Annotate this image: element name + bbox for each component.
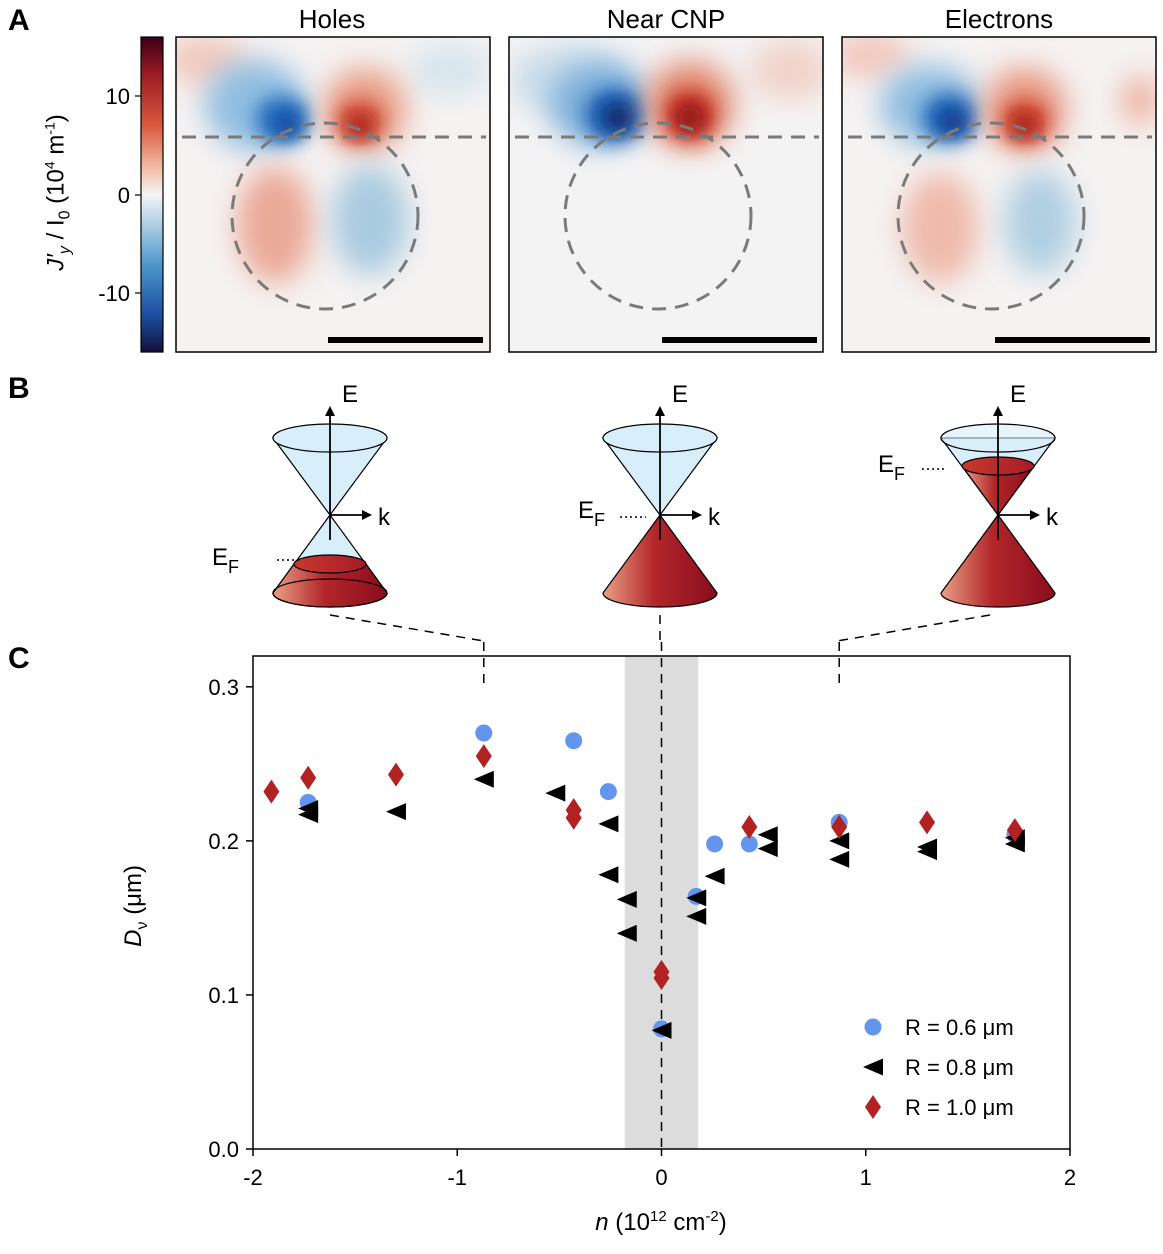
point-s0-6 bbox=[706, 835, 724, 853]
point-s2-2 bbox=[387, 762, 404, 787]
legend-label-0: R = 0.6 μm bbox=[905, 1015, 1014, 1040]
legend-marker-1 bbox=[863, 1058, 883, 1076]
point-s2-11 bbox=[1006, 818, 1023, 843]
scale-bar-cnp bbox=[662, 337, 817, 343]
point-s2-3 bbox=[475, 744, 492, 769]
point-s1-20 bbox=[1004, 835, 1025, 853]
cone-holes-k: k bbox=[378, 504, 391, 531]
point-s1-2 bbox=[385, 803, 406, 821]
panel-label-b: B bbox=[8, 372, 30, 405]
x-tick-label-2: 0 bbox=[655, 1165, 667, 1190]
cone-electrons-E: E bbox=[1010, 381, 1026, 408]
point-s1-16 bbox=[829, 850, 850, 868]
legend-marker-0 bbox=[864, 1018, 882, 1036]
y-tick-label-3: 0.3 bbox=[208, 675, 239, 700]
point-s1-10 bbox=[686, 889, 707, 907]
point-s2-7 bbox=[653, 965, 670, 990]
dirac-cones: E k EF E k EF E k EF bbox=[212, 381, 1059, 642]
panel-label-c: C bbox=[8, 642, 30, 675]
point-s1-5 bbox=[598, 815, 619, 833]
point-s1-8 bbox=[616, 924, 637, 942]
point-s1-18 bbox=[917, 843, 938, 861]
point-s1-13 bbox=[757, 826, 778, 844]
point-s0-3 bbox=[599, 783, 617, 801]
cone-electrons-EF: EF bbox=[878, 451, 905, 484]
point-s1-6 bbox=[598, 866, 619, 884]
colorbar-tick-0: 0 bbox=[118, 183, 130, 208]
current-maps bbox=[175, 36, 1157, 353]
map-title-holes: Holes bbox=[298, 4, 366, 34]
cone-cnp-k: k bbox=[708, 504, 721, 531]
colorbar: 10 0 -10 bbox=[98, 36, 164, 353]
map-title-electrons: Electrons bbox=[944, 4, 1054, 34]
map-cnp bbox=[508, 36, 824, 353]
y-tick-label-0: 0.0 bbox=[208, 1137, 239, 1162]
panel-label-a: A bbox=[8, 4, 30, 37]
map-electrons bbox=[841, 36, 1157, 353]
point-s0-2 bbox=[565, 732, 583, 750]
cone-electrons-k: k bbox=[1046, 504, 1059, 531]
point-s1-14 bbox=[757, 840, 778, 858]
point-s0-1 bbox=[475, 724, 493, 742]
point-s1-4 bbox=[545, 784, 566, 802]
connector-lines bbox=[329, 614, 991, 642]
point-s1-15 bbox=[829, 832, 850, 850]
point-s0-7 bbox=[740, 835, 758, 853]
point-s2-8 bbox=[741, 815, 758, 840]
cone-holes-E: E bbox=[342, 381, 358, 408]
point-s2-10 bbox=[919, 810, 936, 835]
legend-label-2: R = 1.0 μm bbox=[905, 1095, 1014, 1120]
cone-holes-EF: EF bbox=[212, 544, 239, 577]
x-axis-label: n (1012 cm-2) bbox=[595, 1208, 727, 1236]
scale-bar-holes bbox=[328, 337, 483, 343]
y-axis-label: Dν (μm) bbox=[120, 864, 151, 947]
cone-cnp-EF: EF bbox=[578, 497, 605, 530]
point-s1-1 bbox=[298, 806, 319, 824]
x-tick-label-1: -1 bbox=[447, 1165, 467, 1190]
point-s1-3 bbox=[473, 770, 494, 788]
colorbar-tick-neg10: -10 bbox=[98, 281, 130, 306]
y-tick-label-2: 0.2 bbox=[208, 829, 239, 854]
x-tick-label-3: 1 bbox=[860, 1165, 872, 1190]
legend-label-1: R = 0.8 μm bbox=[905, 1055, 1014, 1080]
colorbar-tick-10: 10 bbox=[106, 84, 130, 109]
point-s2-0 bbox=[263, 779, 280, 804]
point-s2-1 bbox=[300, 765, 317, 790]
cone-electrons: E k EF bbox=[878, 381, 1059, 608]
cone-holes: E k EF bbox=[212, 381, 391, 608]
cone-cnp-E: E bbox=[672, 381, 688, 408]
y-tick-label-1: 0.1 bbox=[208, 983, 239, 1008]
point-s1-12 bbox=[704, 867, 725, 885]
map-title-cnp: Near CNP bbox=[606, 4, 726, 34]
x-tick-label-4: 2 bbox=[1064, 1165, 1076, 1190]
point-s2-9 bbox=[831, 815, 848, 840]
scale-bar-electrons bbox=[995, 337, 1150, 343]
point-s1-11 bbox=[686, 907, 707, 925]
cone-cnp: E k EF bbox=[578, 381, 721, 608]
point-s1-7 bbox=[616, 890, 637, 908]
point-s2-5 bbox=[565, 805, 582, 830]
legend-marker-2 bbox=[865, 1095, 881, 1119]
point-s1-9 bbox=[651, 1021, 672, 1039]
map-holes bbox=[175, 36, 491, 353]
x-tick-label-0: -2 bbox=[243, 1165, 263, 1190]
